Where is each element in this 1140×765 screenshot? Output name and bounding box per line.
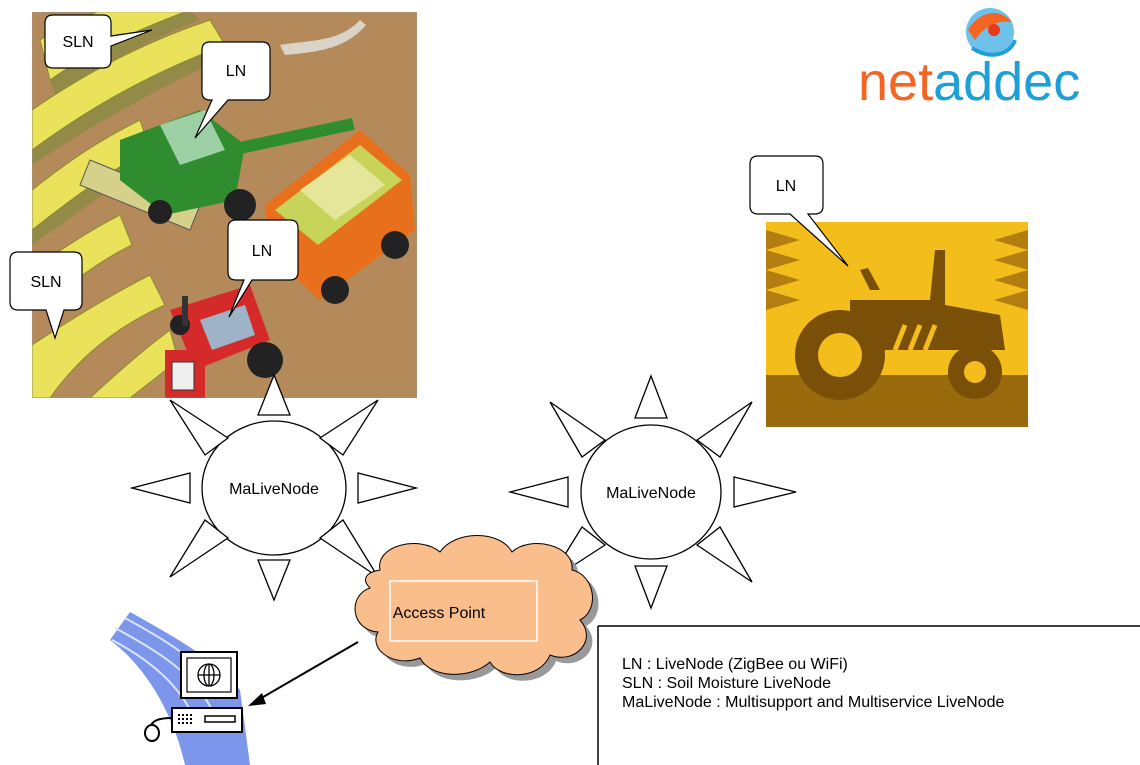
access-point-cloud: Access Point (354, 535, 599, 681)
logo-globe-icon (966, 8, 1017, 57)
callout-ln-red-tractor-label: LN (252, 243, 272, 260)
callout-ln-harvester-label: LN (226, 63, 246, 80)
logo-text: netaddec (858, 52, 1080, 112)
callout-ln-yellow-tractor-label: LN (776, 178, 796, 195)
computer-icon (110, 612, 250, 765)
netaddec-logo: netaddec (858, 8, 1080, 112)
callout-sln-left: SLN (9, 251, 83, 340)
malivenode-2-ellipse (580, 424, 722, 560)
callout-ln-red-tractor: LN (227, 219, 299, 318)
legend-line-malivenode: MaLiveNode : Multisupport and Multiservi… (622, 694, 1005, 711)
legend-line-sln: SLN : Soil Moisture LiveNode (622, 675, 831, 692)
callout-ln-yellow-tractor: LN (749, 155, 849, 267)
tractor-icon (766, 222, 1028, 427)
callout-sln-top: SLN (44, 14, 153, 69)
malivenode-2-label: MaLiveNode (606, 485, 696, 502)
legend: LN : LiveNode (ZigBee ou WiFi) SLN : Soi… (622, 655, 1004, 712)
globe-icon (197, 663, 221, 687)
callout-sln-left-label: SLN (30, 274, 61, 291)
legend-line-ln: LN : LiveNode (ZigBee ou WiFi) (622, 656, 848, 673)
legend-frame (597, 625, 1140, 765)
red-tractor (165, 285, 283, 398)
malivenode-2: MaLiveNode (507, 374, 797, 610)
malivenode-1-label: MaLiveNode (229, 481, 319, 498)
callout-sln-top-label: SLN (62, 34, 93, 51)
harvester (79, 110, 355, 231)
grain-trailer (265, 130, 415, 304)
malivenode-1-ellipse (201, 420, 347, 556)
connection-arrow (248, 641, 359, 706)
callout-ln-harvester: LN (194, 41, 271, 139)
access-point-label: Access Point (393, 605, 486, 622)
malivenode-1: MaLiveNode (129, 373, 419, 602)
